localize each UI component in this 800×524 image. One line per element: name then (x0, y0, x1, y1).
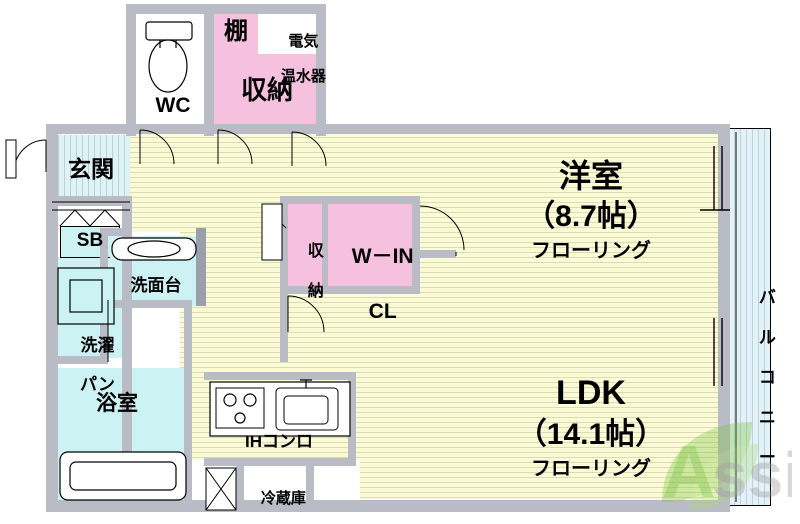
label-bedroom-floor: フローリング (531, 240, 651, 262)
wall-wc-left (126, 4, 136, 136)
label-heater: 電気 温水器 (264, 16, 326, 102)
wall-hall-left (122, 196, 132, 512)
label-ldk-floor: フローリング (531, 458, 651, 480)
label-fridge: 冷蔵庫 置場 (240, 472, 310, 524)
wall-entry-jamb (196, 228, 206, 306)
room-storage-top-fill (214, 54, 320, 128)
wall-wc-top (126, 4, 326, 14)
label-balcony-c1: バ (758, 288, 776, 308)
wall-closet-top (280, 196, 420, 204)
wall-bath-right (184, 300, 192, 512)
label-bath: 浴室 (96, 392, 138, 415)
wall-outer-left (46, 124, 58, 512)
label-wic: W－IN CL (328, 216, 414, 352)
label-wc: WC (155, 94, 191, 117)
wall-genkan-bottom (46, 196, 132, 206)
wall-wash-bottom (100, 300, 192, 308)
label-wic-line2: CL (368, 299, 397, 323)
label-laundry: 洗濯 パン (52, 316, 124, 414)
room-genkan-fill (52, 135, 130, 201)
label-storage-mid: 収 納 (290, 222, 324, 322)
label-heater-line1: 電気 (288, 33, 319, 51)
wall-closet-right (412, 196, 420, 294)
label-wic-line1: W－IN (351, 245, 414, 269)
label-bedroom-name: 洋室 (558, 158, 623, 194)
wall-outer-top (46, 124, 730, 134)
room-balcony-fill (727, 128, 771, 506)
label-balcony-c4: ニ (758, 408, 776, 428)
wall-storage-div (322, 204, 328, 288)
wall-kitchen-bottom (204, 458, 356, 466)
wall-fridge-right (306, 466, 314, 512)
label-storage-top: 収納 (240, 75, 293, 105)
label-sb: SB (76, 230, 104, 251)
wall-wc-right (204, 4, 214, 136)
label-ih: IHコンロ (245, 432, 313, 451)
label-balcony-c3: コ (758, 368, 776, 388)
label-laundry-line2: パン (80, 374, 115, 394)
room-tana-fill (214, 12, 258, 56)
label-storage-mid-line1: 収 (307, 243, 324, 260)
label-balcony-c2: ル (758, 328, 776, 348)
label-heater-line2: 温水器 (280, 67, 326, 85)
wall-kitchen-right (348, 372, 356, 466)
room-storage-mid-fill (288, 204, 324, 286)
wall-bath-top (46, 356, 108, 364)
label-washbasin: 洗面台 (130, 276, 182, 295)
room-ldk-fill (130, 132, 720, 504)
wall-closet-bottom (280, 286, 420, 294)
label-genkan: 玄関 (68, 156, 114, 182)
wall-bedroom-div-right (420, 250, 456, 258)
label-laundry-line1: 洗濯 (80, 335, 115, 355)
wall-wash-top (100, 228, 132, 236)
label-storage-mid-line2: 納 (307, 283, 324, 300)
label-balcony: バ ル コ ニ ー (740, 268, 776, 489)
wall-outer-right (718, 124, 730, 512)
label-ldk-size: （14.1帖） (516, 418, 666, 451)
wall-fridge-left (236, 466, 244, 512)
wall-closet-left (280, 196, 288, 362)
label-ldk-name: LDK (556, 374, 626, 412)
label-fridge-line1: 冷蔵庫 (260, 490, 306, 507)
wall-storage-right (316, 4, 326, 136)
label-bedroom-size: （8.7帖） (525, 200, 657, 233)
label-balcony-c5: ー (758, 448, 776, 468)
room-wic-fill (328, 204, 414, 286)
label-tana: 棚 (224, 18, 248, 45)
wall-kitchen-top (204, 372, 356, 380)
